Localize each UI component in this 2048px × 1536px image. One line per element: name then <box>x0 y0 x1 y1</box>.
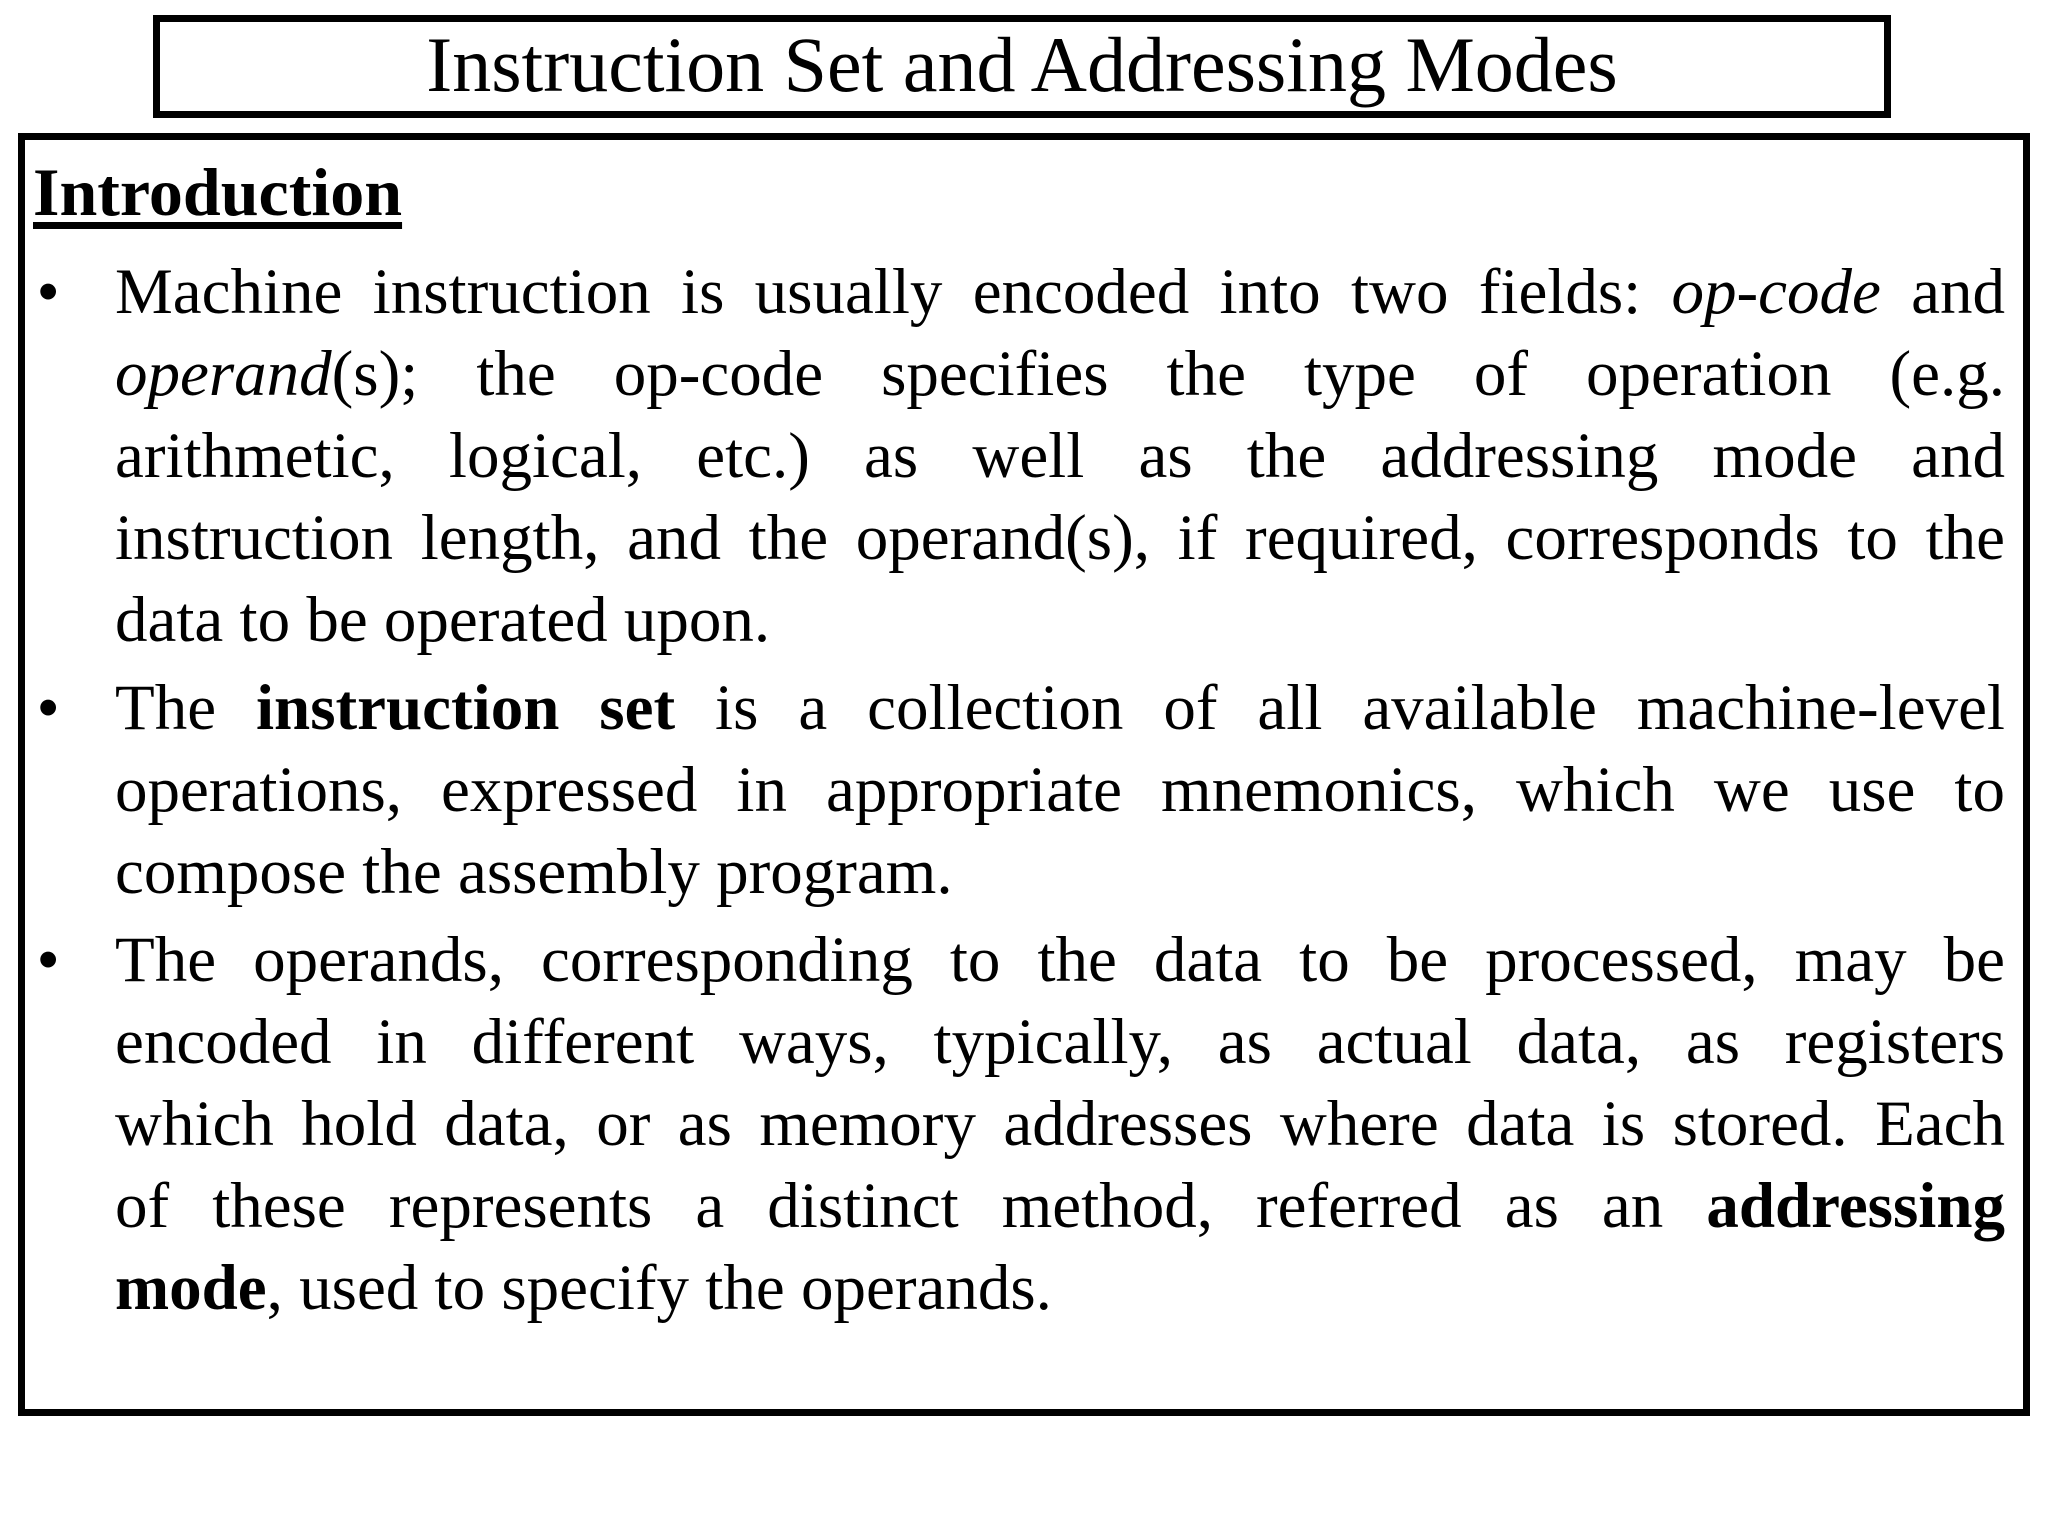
bullet-list: • Machine instruction is usually encoded … <box>33 251 2005 1329</box>
content-box: Introduction • Machine instruction is usu… <box>18 133 2030 1416</box>
bullet-item: • The instruction set is a collection of … <box>33 667 2005 913</box>
text-line: Machine instruction is usually encoded i… <box>115 251 2005 333</box>
text-segment: , used to specify the operands. <box>266 1252 1052 1324</box>
section-heading: Introduction <box>33 154 403 230</box>
text-line: instruction length, and the operand(s), … <box>115 497 2005 579</box>
text-line: data to be operated upon. <box>115 579 2005 661</box>
text-line: The operands, corresponding to the data … <box>115 919 2005 1001</box>
text-line: operand(s); the op-code specifies the ty… <box>115 333 2005 415</box>
text-segment: Machine instruction is usually encoded i… <box>115 256 1672 328</box>
text-segment: instruction length, and the operand(s), … <box>115 502 2005 574</box>
text-segment: is a collection of all available machine… <box>675 672 2005 744</box>
text-line: operations, expressed in appropriate mne… <box>115 749 2005 831</box>
text-segment: The operands, corresponding to the data … <box>115 924 2005 996</box>
bullet-marker-icon: • <box>38 675 59 740</box>
text-segment: op-code <box>1671 256 1881 328</box>
text-segment: addressing <box>1706 1170 2005 1242</box>
bullet-marker-icon: • <box>38 927 59 992</box>
text-segment: compose the assembly program. <box>115 836 953 908</box>
text-segment: which hold data, or as memory addresses … <box>115 1088 2005 1160</box>
text-segment: The <box>115 672 256 744</box>
text-segment: operand <box>115 338 332 410</box>
text-line: encoded in different ways, typically, as… <box>115 1001 2005 1083</box>
text-line: which hold data, or as memory addresses … <box>115 1083 2005 1165</box>
text-segment: arithmetic, logical, etc.) as well as th… <box>115 420 2005 492</box>
text-line: The instruction set is a collection of a… <box>115 667 2005 749</box>
text-segment: mode <box>115 1252 267 1324</box>
bullet-item: • Machine instruction is usually encoded … <box>33 251 2005 661</box>
text-line: mode, used to specify the operands. <box>115 1247 2005 1329</box>
bullet-marker-icon: • <box>38 259 59 324</box>
slide-title: Instruction Set and Addressing Modes <box>426 20 1618 108</box>
text-segment: (s); the op-code specifies the type of o… <box>331 338 2005 410</box>
text-segment: operations, expressed in appropriate mne… <box>115 754 2005 826</box>
bullet-item: • The operands, corresponding to the data… <box>33 919 2005 1329</box>
text-segment: encoded in different ways, typically, as… <box>115 1006 2005 1078</box>
text-segment: of these represents a distinct method, r… <box>115 1170 1707 1242</box>
text-segment: instruction set <box>256 672 676 744</box>
text-line: compose the assembly program. <box>115 831 2005 913</box>
text-segment: and <box>1880 256 2005 328</box>
slide-title-box: Instruction Set and Addressing Modes <box>153 15 1891 118</box>
text-line: arithmetic, logical, etc.) as well as th… <box>115 415 2005 497</box>
text-segment: data to be operated upon. <box>115 584 771 656</box>
text-line: of these represents a distinct method, r… <box>115 1165 2005 1247</box>
